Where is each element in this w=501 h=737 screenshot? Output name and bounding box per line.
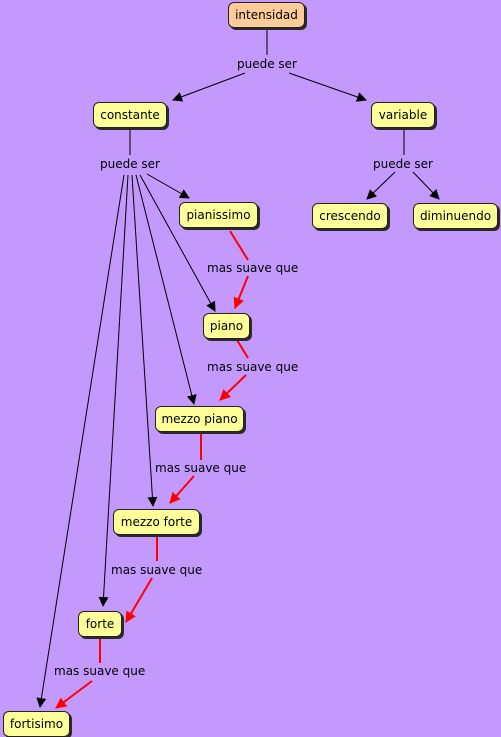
- node-variable[interactable]: variable: [371, 102, 435, 128]
- red-arrow-to-mezzo-forte: [169, 475, 195, 504]
- link-label-mas-suave-que-1: mas suave que: [205, 261, 301, 275]
- red-connector-piano: [236, 339, 249, 359]
- node-piano[interactable]: piano: [203, 313, 250, 339]
- arrow-to-forte: [98, 174, 129, 607]
- arrow-to-constante: [172, 72, 246, 102]
- link-label-puede-ser-constante: puede ser: [98, 157, 162, 171]
- node-crescendo[interactable]: crescendo: [312, 203, 388, 229]
- arrow-to-mezzo-piano: [135, 174, 197, 405]
- arrow-to-piano: [139, 174, 216, 312]
- node-diminuendo[interactable]: diminuendo: [413, 203, 498, 229]
- link-label-mas-suave-que-3: mas suave que: [153, 461, 249, 475]
- node-forte[interactable]: forte: [78, 611, 122, 637]
- node-intensidad[interactable]: intensidad: [228, 2, 305, 28]
- node-mezzo-piano[interactable]: mezzo piano: [155, 406, 244, 432]
- link-label-mas-suave-que-4: mas suave que: [109, 563, 205, 577]
- node-mezzo-forte[interactable]: mezzo forte: [113, 509, 200, 535]
- node-pianissimo[interactable]: pianissimo: [179, 202, 258, 228]
- arrow-to-pianissimo: [146, 173, 190, 199]
- red-arrow-to-forte: [125, 577, 153, 623]
- arrow-to-diminuendo: [412, 171, 440, 200]
- red-arrow-to-fortisimo: [55, 680, 93, 709]
- arrow-to-fortisimo: [36, 174, 125, 708]
- red-arrow-to-mezzo-piano: [219, 374, 247, 401]
- link-label-puede-ser-variable: puede ser: [371, 157, 435, 171]
- node-fortisimo[interactable]: fortisimo: [3, 711, 70, 737]
- arrow-to-variable: [288, 72, 367, 102]
- red-connector-pianissimo: [229, 230, 249, 261]
- arrow-to-mezzo-forte: [131, 174, 158, 507]
- arrow-to-crescendo: [366, 171, 396, 200]
- link-label-mas-suave-que-2: mas suave que: [205, 360, 301, 374]
- link-label-puede-ser-top: puede ser: [235, 57, 299, 71]
- red-arrow-to-piano: [233, 275, 249, 309]
- link-label-mas-suave-que-5: mas suave que: [52, 664, 148, 678]
- node-constante[interactable]: constante: [93, 102, 167, 128]
